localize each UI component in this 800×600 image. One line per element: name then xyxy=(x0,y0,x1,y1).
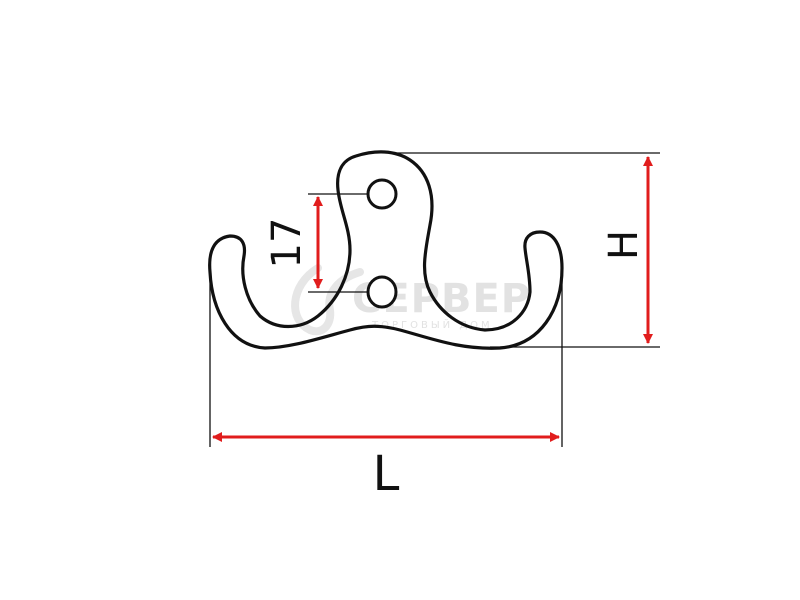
watermark: СЕРВЕР ТОРГОВЫЙ ДОМ xyxy=(291,264,530,336)
dimension-labels: 17 H L xyxy=(264,218,647,502)
mounting-hole-bottom xyxy=(366,275,398,309)
label-length: L xyxy=(373,446,400,502)
extension-lines xyxy=(209,152,660,447)
dimension-arrows xyxy=(212,156,653,442)
mounting-holes xyxy=(366,178,398,309)
watermark-logo-swoosh xyxy=(291,264,364,336)
label-hole-spacing: 17 xyxy=(264,218,310,269)
label-height: H xyxy=(601,230,647,260)
double-hook-outline xyxy=(208,150,564,350)
mounting-hole-top xyxy=(366,178,398,210)
hook-body xyxy=(208,150,564,350)
